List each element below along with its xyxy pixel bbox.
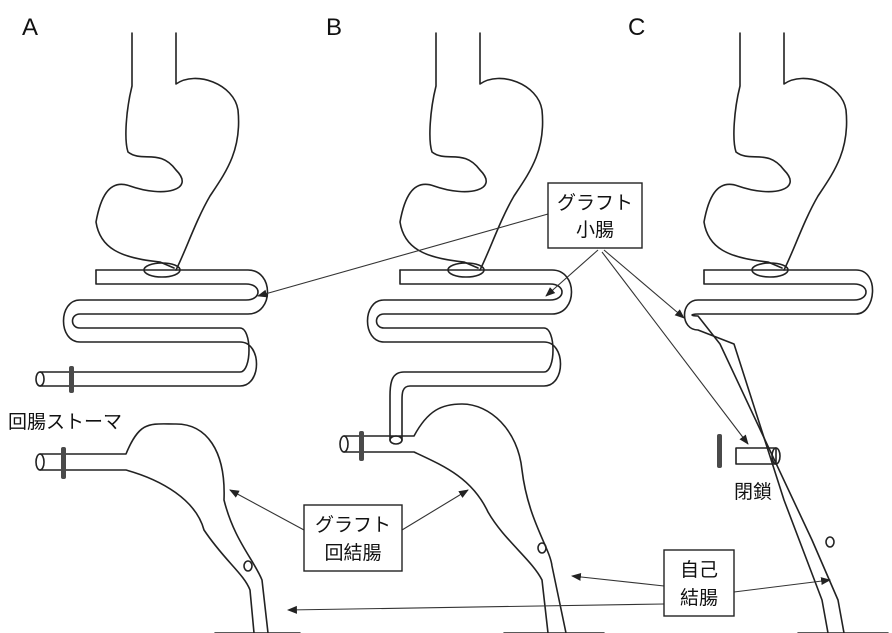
graft-colon-a xyxy=(36,424,300,633)
panel-c xyxy=(685,33,889,633)
stoma-clamp-a-lower xyxy=(61,447,66,479)
closure-clamp xyxy=(717,434,722,468)
label-graft-ileocolon: グラフト 回結腸 xyxy=(304,505,402,571)
graft-si-line2: 小腸 xyxy=(576,219,614,241)
arrow-graft-colon-to-b xyxy=(402,490,468,530)
panel-letter-b: B xyxy=(326,14,342,41)
label-closure: 閉鎖 xyxy=(734,481,772,503)
panel-letter-c: C xyxy=(628,14,645,41)
graft-colon-line2: 回結腸 xyxy=(324,542,381,564)
arrow-graft-si-to-closure xyxy=(602,252,748,444)
native-colon-line1: 自己 xyxy=(680,559,718,581)
label-native-colon: 自己 結腸 xyxy=(664,550,734,616)
arrow-native-colon-to-b xyxy=(572,576,664,586)
arrow-native-colon-to-a xyxy=(288,604,664,610)
stomach-b xyxy=(400,33,543,270)
arrow-graft-colon-to-a xyxy=(230,490,304,530)
panel-letter-a: A xyxy=(22,14,38,41)
stoma-clamp-a-upper xyxy=(69,366,74,393)
label-ileostomy: 回腸ストーマ xyxy=(8,411,122,433)
panel-a xyxy=(36,33,300,633)
native-colon-line2: 結腸 xyxy=(680,587,718,609)
graft-si-line1: グラフト xyxy=(557,192,633,214)
stomach-c xyxy=(704,33,847,270)
label-graft-small-intestine: グラフト 小腸 xyxy=(548,183,642,248)
stoma-clamp-b xyxy=(359,431,364,461)
arrow-native-colon-to-c xyxy=(734,580,830,592)
graft-colon-line1: グラフト xyxy=(315,514,391,536)
stomach-a xyxy=(96,33,239,270)
small-intestine-a xyxy=(36,263,268,393)
small-intestine-b xyxy=(368,263,572,444)
